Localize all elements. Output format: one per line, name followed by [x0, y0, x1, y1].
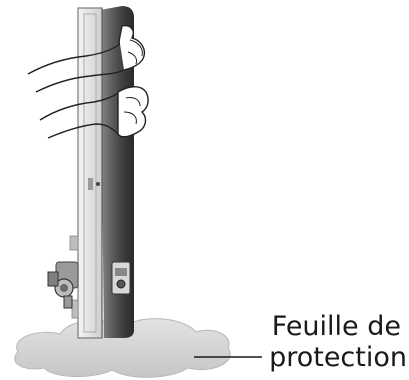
- power-indicator-icon: [96, 182, 100, 186]
- callout-label-line-1: Feuille de: [272, 312, 401, 342]
- connector-panel-icon: [112, 262, 130, 294]
- callout-label-line-2: protection: [269, 343, 407, 373]
